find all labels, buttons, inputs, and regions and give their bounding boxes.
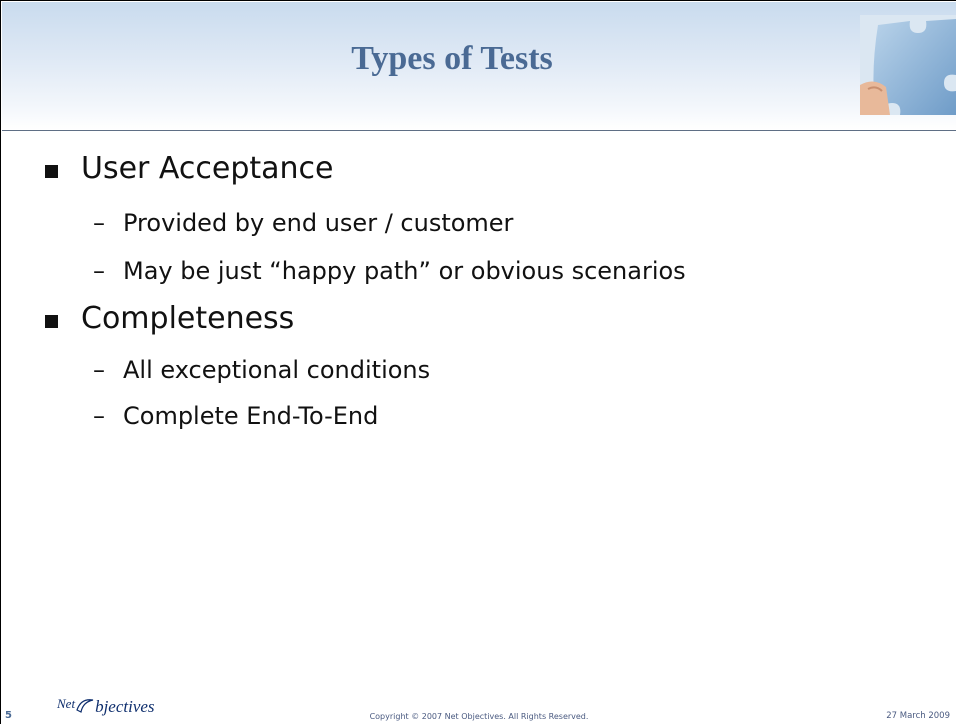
dash-bullet-icon: – — [93, 257, 105, 285]
slide-header: Types of Tests — [2, 2, 956, 131]
dash-bullet-icon: – — [93, 402, 105, 430]
logo-swoosh-icon — [76, 699, 94, 713]
slide-number: 5 — [5, 710, 12, 721]
square-bullet-icon — [45, 315, 58, 328]
copyright-text: Copyright © 2007 Net Objectives. All Rig… — [369, 712, 589, 721]
slide-title: Types of Tests — [351, 40, 553, 77]
puzzle-piece-image — [860, 15, 956, 115]
dash-bullet-icon: – — [93, 356, 105, 384]
slide-date: 27 March 2009 — [886, 711, 950, 721]
dash-bullet-icon: – — [93, 209, 105, 237]
square-bullet-icon — [45, 165, 58, 178]
